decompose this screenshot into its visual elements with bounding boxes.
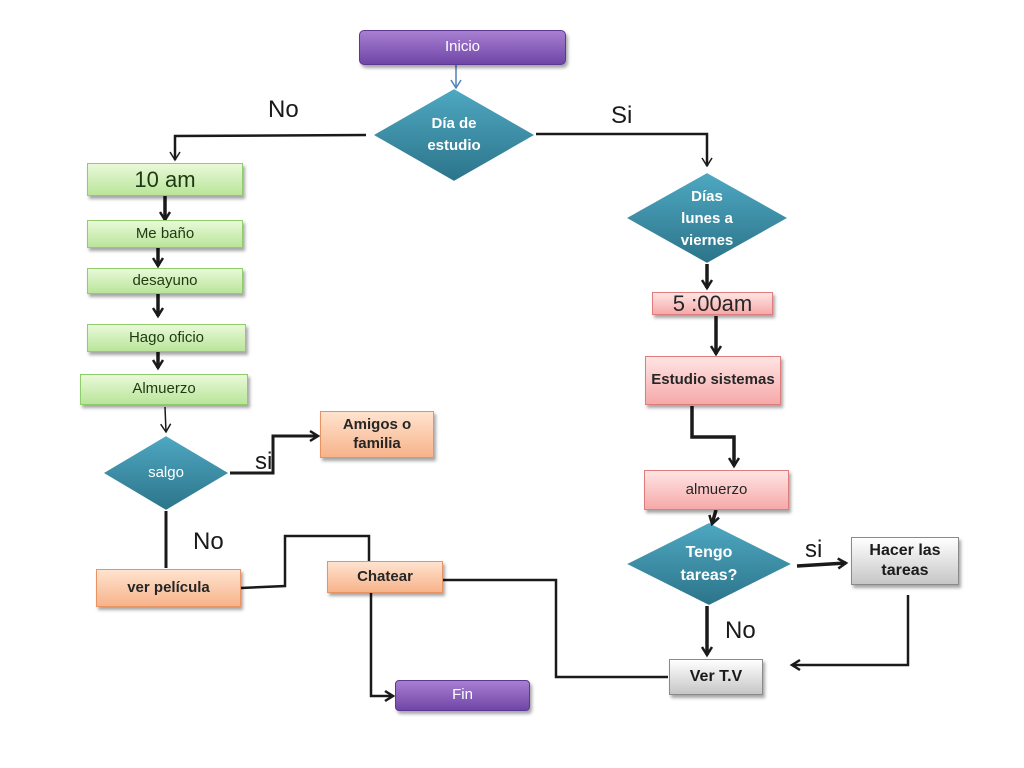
- node-5-00am-label: 5 :00am: [672, 290, 753, 316]
- node-10-am-label: 10 am: [134, 166, 196, 192]
- node-estudio-sistemas: Estudio sistemas: [645, 356, 781, 405]
- connector-tengo-tareas-si-to-hacer: [796, 557, 849, 570]
- connector-almuerzo-to-salgo: [160, 406, 172, 434]
- node-ver-pelicula: ver película: [96, 569, 241, 607]
- connector-chatear-to-ver-tv: [443, 578, 668, 679]
- edge-label-no-tareas: No: [725, 617, 756, 644]
- edge-label-no-estudio: No: [268, 96, 299, 123]
- node-chatear: Chatear: [327, 561, 443, 593]
- node-5-00am: 5 :00am: [652, 290, 773, 316]
- edge-label-no-salgo: No: [193, 528, 224, 555]
- edge-label-si-estudio: Si: [611, 102, 633, 129]
- connector-ver-pelicula-to-chatear: [240, 534, 371, 590]
- node-amigos-o-familia: Amigos o familia: [320, 411, 434, 458]
- node-hago-oficio-label: Hago oficio: [128, 328, 205, 346]
- node-hago-oficio: Hago oficio: [87, 324, 246, 352]
- node-ver-tv-label: Ver T.V: [689, 668, 743, 685]
- decision-dia-de-estudio: [369, 86, 539, 184]
- connector-si-to-dias-lunes: [536, 132, 713, 168]
- node-dias-lunes-label: Días lunes a viernes: [680, 188, 734, 249]
- node-almuerzo-izq: Almuerzo: [80, 374, 248, 405]
- node-tengo-tareas-label: Tengo tareas?: [680, 543, 738, 584]
- connector-salgo-si-to-amigos: [230, 429, 321, 475]
- node-dia-de-estudio-label: Día de estudio: [427, 115, 481, 154]
- node-me-bano-label: Me baño: [135, 224, 195, 242]
- node-10-am: 10 am: [87, 163, 243, 196]
- connector-chatear-to-fin: [369, 593, 396, 703]
- node-ver-tv: Ver T.V: [669, 659, 763, 695]
- node-hacer-las-tareas: Hacer las tareas: [851, 537, 959, 585]
- node-fin-label: Fin: [452, 686, 473, 704]
- node-desayuno: desayuno: [87, 268, 243, 294]
- node-almuerzo-der-label: almuerzo: [685, 480, 748, 498]
- node-fin: Fin: [395, 680, 530, 711]
- node-hacer-tareas-label: Hacer las tareas: [869, 542, 941, 579]
- edge-label-si-tareas: si: [805, 536, 823, 563]
- node-amigos-label: Amigos o familia: [342, 415, 412, 452]
- node-salgo-label: salgo: [148, 464, 184, 482]
- node-inicio-label: Inicio: [444, 38, 481, 56]
- connector-hacer-tareas-to-ver-tv: [789, 595, 910, 672]
- node-estudio-sistemas-label: Estudio sistemas: [651, 371, 775, 389]
- node-me-bano: Me baño: [87, 220, 243, 248]
- node-almuerzo-izq-label: Almuerzo: [132, 380, 196, 398]
- connector-almuerzo-to-tengo-tareas: [708, 509, 720, 527]
- edge-label-si-salgo: si: [255, 448, 273, 475]
- node-chatear-label: Chatear: [357, 567, 413, 585]
- connector-no-to-10am: [169, 133, 367, 162]
- connector-estudio-to-almuerzo: [690, 406, 741, 469]
- node-almuerzo-der: almuerzo: [644, 470, 789, 510]
- node-inicio: Inicio: [359, 30, 566, 65]
- decision-tengo-tareas: [622, 520, 796, 608]
- node-desayuno-label: desayuno: [132, 271, 198, 289]
- node-ver-pelicula-label: ver película: [127, 578, 210, 596]
